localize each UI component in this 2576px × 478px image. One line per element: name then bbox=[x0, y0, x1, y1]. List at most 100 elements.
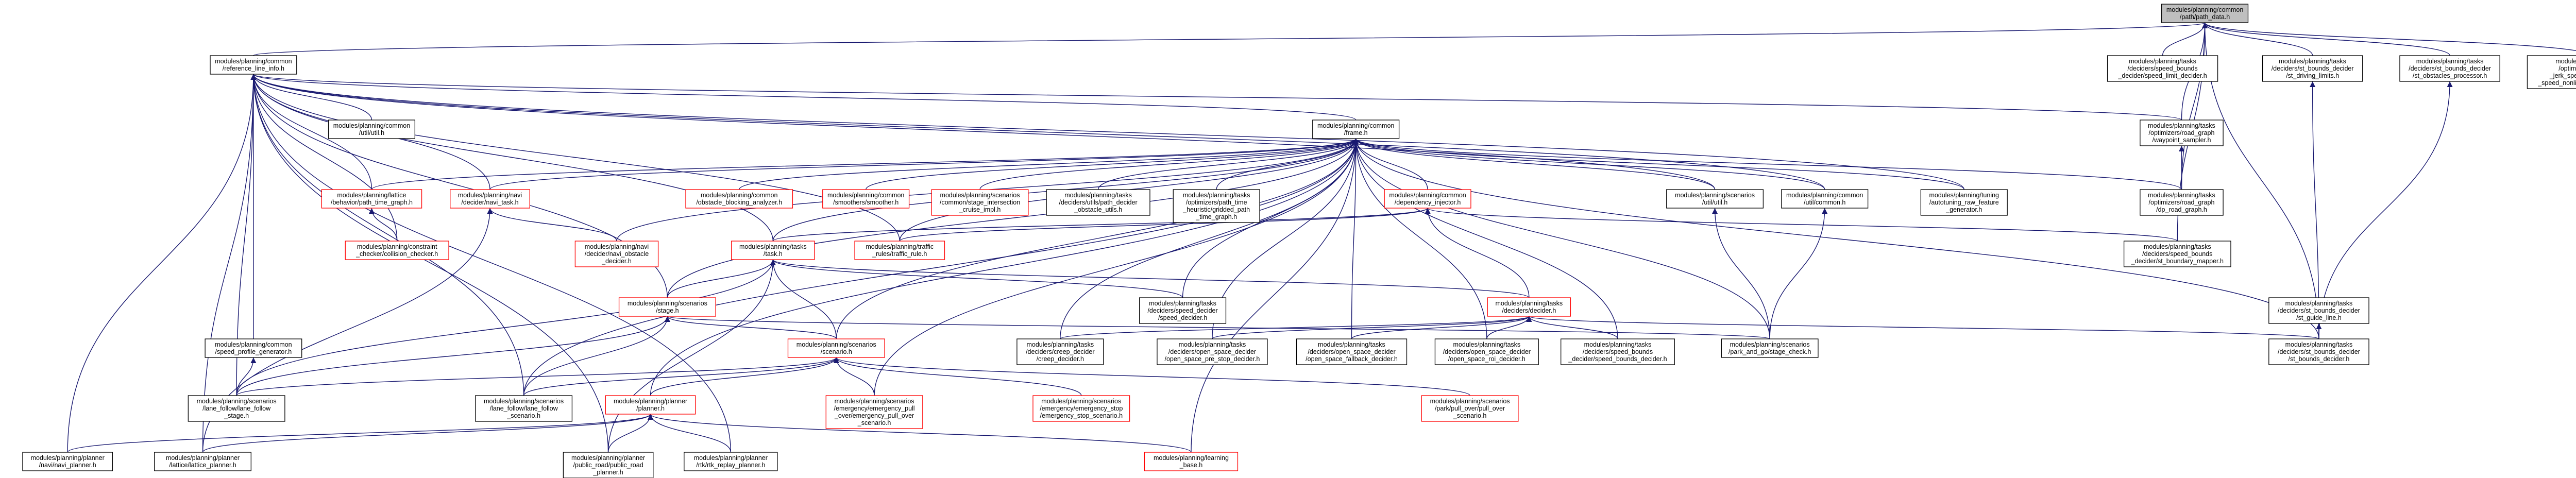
node-util_h[interactable]: modules/planning/common/util/util.h bbox=[328, 120, 416, 139]
node-label-line: /st_bounds_decider.h bbox=[2289, 355, 2350, 363]
edge-task-to-ref_info bbox=[250, 74, 774, 242]
node-label-line: modules/planning/scenarios bbox=[940, 192, 1020, 199]
node-label-line: _jerk_speed/piecewise_jerk bbox=[2549, 72, 2576, 79]
edge-st_bounds-to-frame bbox=[1353, 138, 2319, 339]
node-emergency_pull[interactable]: modules/planning/scenarios/emergency/eme… bbox=[825, 395, 923, 429]
edge-planner-to-scenario bbox=[650, 357, 839, 396]
node-navi_planner[interactable]: modules/planning/planner/navi/navi_plann… bbox=[22, 452, 113, 471]
node-label-line: /deciders/st_bounds_decider bbox=[2272, 65, 2354, 72]
node-speed_limit[interactable]: modules/planning/tasks/deciders/speed_bo… bbox=[2107, 55, 2218, 82]
edge-rtk-to-ref_info bbox=[250, 74, 732, 453]
node-creep[interactable]: modules/planning/tasks/deciders/creep_de… bbox=[1016, 338, 1104, 365]
edge-st_bounds-to-st_driving bbox=[2310, 81, 2319, 339]
node-ref_info[interactable]: modules/planning/common/reference_line_i… bbox=[210, 55, 297, 75]
edge-collision-to-lattice_path bbox=[368, 208, 398, 242]
node-waypoint[interactable]: modules/planning/tasks/optimizers/road_g… bbox=[2140, 120, 2224, 146]
node-boundary_mapper[interactable]: modules/planning/tasks/deciders/speed_bo… bbox=[2123, 241, 2231, 267]
node-label-line: /emergency_stop_scenario.h bbox=[1040, 412, 1123, 419]
edge-waypoint-to-ref_info bbox=[251, 74, 2182, 121]
node-label-line: modules/planning/tasks bbox=[1584, 341, 1652, 348]
node-label-line: modules/planning/tasks bbox=[739, 243, 807, 250]
node-label-line: modules/planning/constraint bbox=[357, 243, 437, 250]
node-box bbox=[574, 241, 659, 267]
node-learning_base[interactable]: modules/planning/learning_base.h bbox=[1144, 452, 1239, 471]
node-st_guide[interactable]: modules/planning/tasks/deciders/st_bound… bbox=[2268, 297, 2369, 324]
node-lf_stage[interactable]: modules/planning/scenarios/lane_follow/l… bbox=[188, 395, 285, 422]
node-st_driving[interactable]: modules/planning/tasks/deciders/st_bound… bbox=[2262, 55, 2363, 82]
node-box bbox=[2268, 297, 2369, 324]
node-public_road[interactable]: modules/planning/planner/public_road/pub… bbox=[563, 452, 654, 478]
node-collision[interactable]: modules/planning/constraint_checker/coll… bbox=[345, 241, 449, 260]
node-label-line: modules/planning/tasks bbox=[2148, 192, 2215, 199]
edge-st_driving-to-root bbox=[2202, 22, 2313, 56]
node-label-line: /obstacle_blocking_analyzer.h bbox=[696, 199, 782, 206]
edge-boundary_mapper-to-dep_injector bbox=[1425, 208, 2178, 242]
node-dp_road[interactable]: modules/planning/tasks/optimizers/road_g… bbox=[2140, 189, 2224, 216]
node-traffic_rule[interactable]: modules/planning/traffic_rules/traffic_r… bbox=[854, 241, 945, 260]
node-nav_task[interactable]: modules/planning/navi/decider/navi_task.… bbox=[450, 189, 530, 209]
node-smoother[interactable]: modules/planning/common/smoothers/smooth… bbox=[822, 189, 910, 209]
node-label-line: _checker/collision_checker.h bbox=[355, 250, 438, 258]
edge-frame-to-ref_info bbox=[250, 74, 1357, 121]
node-dep_injector[interactable]: modules/planning/common/dependency_injec… bbox=[1384, 189, 1471, 209]
node-lattice_path[interactable]: modules/planning/lattice/behavior/path_t… bbox=[321, 189, 422, 209]
node-st_obstacles[interactable]: modules/planning/tasks/deciders/st_bound… bbox=[2399, 55, 2500, 82]
node-frame[interactable]: modules/planning/common/frame.h bbox=[1312, 120, 1400, 139]
node-label-line: /dp_road_graph.h bbox=[2156, 206, 2207, 213]
node-emergency_stop[interactable]: modules/planning/scenarios/emergency/eme… bbox=[1032, 395, 1130, 422]
node-planner[interactable]: modules/planning/planner/planner.h bbox=[605, 395, 696, 415]
node-label-line: /optimizers/piecewise bbox=[2558, 65, 2576, 72]
node-label-line: modules/planning/common bbox=[701, 192, 777, 199]
node-label-line: modules/planning/tuning bbox=[1929, 192, 1999, 199]
node-lf_scenario[interactable]: modules/planning/scenarios/lane_follow/l… bbox=[475, 395, 573, 422]
node-fallback[interactable]: modules/planning/tasks/deciders/open_spa… bbox=[1296, 338, 1408, 365]
node-piecewise[interactable]: modules/planning/tasks/optimizers/piecew… bbox=[2527, 55, 2576, 89]
node-label-line: /park_and_go/stage_check.h bbox=[1728, 348, 1811, 355]
node-label-line: modules/planning/tasks bbox=[2144, 243, 2211, 250]
node-decider[interactable]: modules/planning/tasks/deciders/decider.… bbox=[1487, 297, 1571, 317]
node-label-line: modules/planning/tasks bbox=[1149, 300, 1216, 307]
node-label-line: modules/planning/tasks bbox=[2279, 58, 2346, 65]
edge-pre_stop-to-frame bbox=[1212, 138, 1359, 339]
node-label-line: /deciders/speed_bounds bbox=[2142, 250, 2212, 258]
node-stage[interactable]: modules/planning/scenarios/stage.h bbox=[618, 297, 716, 317]
node-box bbox=[321, 189, 422, 209]
edge-st_bounds-to-decider bbox=[1527, 316, 2319, 339]
node-pull_over[interactable]: modules/planning/scenarios/park/pull_ove… bbox=[1421, 395, 1519, 422]
node-lattice_planner[interactable]: modules/planning/planner/lattice/lattice… bbox=[154, 452, 251, 471]
node-label-line: /st_guide_line.h bbox=[2296, 314, 2342, 321]
node-scen_util[interactable]: modules/planning/scenarios/util/util.h bbox=[1666, 189, 1764, 209]
node-park_go[interactable]: modules/planning/scenarios/park_and_go/s… bbox=[1721, 338, 1819, 358]
node-label-line: /open_space_roi_decider.h bbox=[1448, 355, 1526, 363]
node-label-line: /deciders/creep_decider bbox=[1026, 348, 1094, 355]
node-label-line: /rtk/rtk_replay_planner.h bbox=[696, 462, 765, 469]
node-label-line: _decider.h bbox=[601, 258, 632, 265]
node-st_bounds[interactable]: modules/planning/tasks/deciders/st_bound… bbox=[2268, 338, 2369, 365]
node-pre_stop[interactable]: modules/planning/tasks/deciders/open_spa… bbox=[1157, 338, 1268, 365]
node-label-line: /smoothers/smoother.h bbox=[833, 199, 899, 206]
node-scenario[interactable]: modules/planning/scenarios/scenario.h bbox=[787, 338, 885, 358]
node-box bbox=[2262, 55, 2363, 82]
node-stage_intersection[interactable]: modules/planning/scenarios/common/stage_… bbox=[931, 189, 1029, 216]
node-speed_profile[interactable]: modules/planning/common/speed_profile_ge… bbox=[205, 338, 302, 358]
node-speed_bounds[interactable]: modules/planning/tasks/deciders/speed_bo… bbox=[1561, 338, 1675, 365]
node-autotuning[interactable]: modules/planning/tuning/autotuning_raw_f… bbox=[1920, 189, 2008, 216]
node-path_decider_utils[interactable]: modules/planning/tasks/deciders/utils/pa… bbox=[1046, 189, 1150, 216]
node-root[interactable]: modules/planning/common/path/path_data.h bbox=[2161, 4, 2249, 23]
node-box bbox=[188, 395, 285, 422]
edge-scen_util-to-frame bbox=[1353, 138, 1716, 190]
node-box bbox=[475, 395, 573, 422]
node-box bbox=[731, 241, 815, 260]
node-obstacle_blocking[interactable]: modules/planning/common/obstacle_blockin… bbox=[685, 189, 793, 209]
node-gridded[interactable]: modules/planning/tasks/optimizers/path_t… bbox=[1173, 189, 1260, 223]
node-label-line: modules/planning/tasks bbox=[2148, 122, 2215, 129]
node-common_util[interactable]: modules/planning/common/util/common.h bbox=[1781, 189, 1869, 209]
node-box bbox=[854, 241, 945, 260]
node-roi[interactable]: modules/planning/tasks/deciders/open_spa… bbox=[1434, 338, 1539, 365]
node-task[interactable]: modules/planning/tasks/task.h bbox=[731, 241, 815, 260]
node-label-line: modules/planning/scenarios bbox=[796, 341, 876, 348]
node-speed_decider[interactable]: modules/planning/tasks/deciders/speed_de… bbox=[1139, 297, 1227, 324]
node-box bbox=[1139, 297, 1227, 324]
node-rtk[interactable]: modules/planning/planner/rtk/rtk_replay_… bbox=[684, 452, 778, 471]
node-navi_obstacle[interactable]: modules/planning/navi/decider/navi_obsta… bbox=[574, 241, 659, 267]
